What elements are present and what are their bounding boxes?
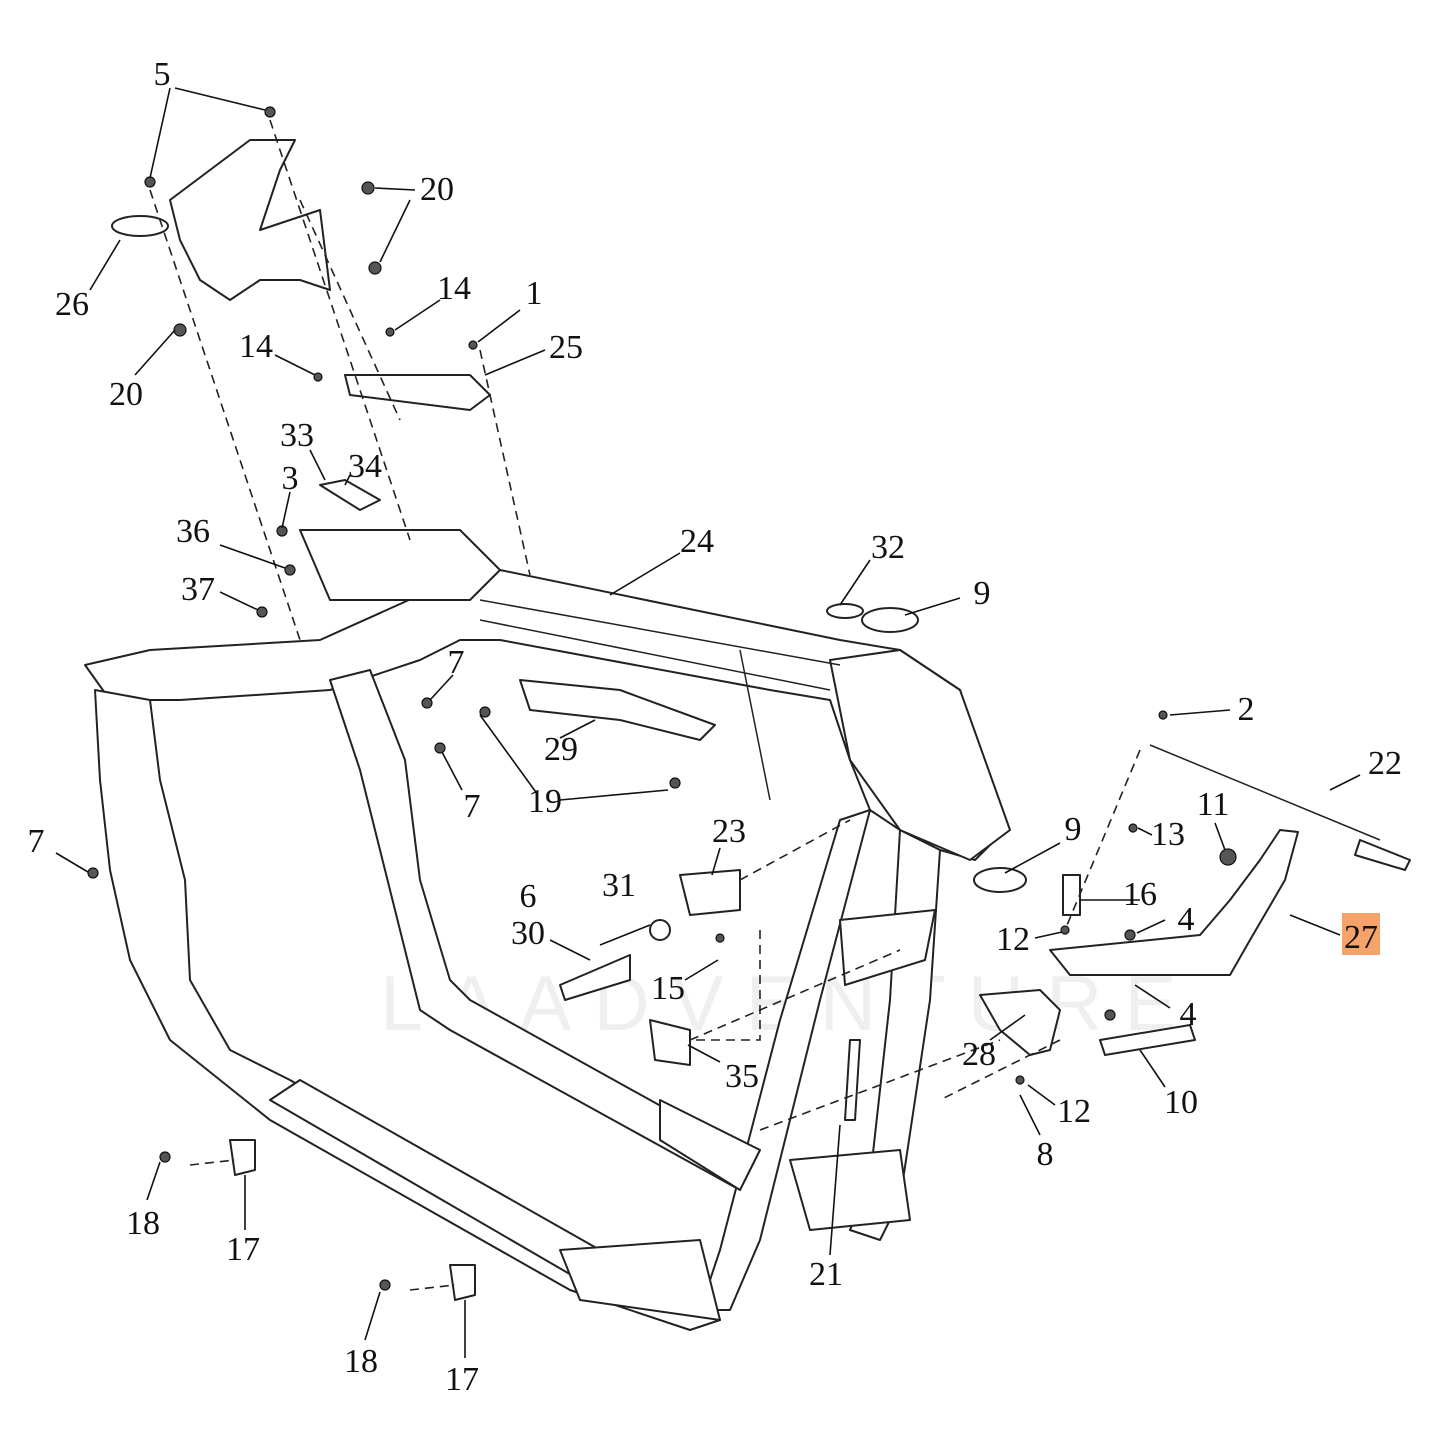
callout-17: 17 <box>445 1361 479 1398</box>
callout-13: 13 <box>1151 816 1185 853</box>
callout-16: 16 <box>1123 876 1157 913</box>
callout-25: 25 <box>549 329 583 366</box>
callout-4: 4 <box>1180 996 1197 1033</box>
callout-9: 9 <box>974 575 991 612</box>
callout-10: 10 <box>1164 1084 1198 1121</box>
callout-17: 17 <box>226 1231 260 1268</box>
callout-2: 2 <box>1238 691 1255 728</box>
callout-36: 36 <box>176 513 210 550</box>
callout-37: 37 <box>181 571 215 608</box>
callout-12: 12 <box>996 921 1030 958</box>
callout-1: 1 <box>526 275 543 312</box>
callout-7: 7 <box>464 788 481 825</box>
callout-30: 30 <box>511 915 545 952</box>
callout-26: 26 <box>55 286 89 323</box>
callout-15: 15 <box>651 970 685 1007</box>
callout-24: 24 <box>680 523 714 560</box>
callout-31: 31 <box>602 867 636 904</box>
callout-20: 20 <box>109 376 143 413</box>
callout-8: 8 <box>1037 1136 1054 1173</box>
frame <box>84 529 1011 1331</box>
callout-29: 29 <box>544 731 578 768</box>
callout-5: 5 <box>154 56 171 93</box>
highlight-box-27 <box>1342 913 1380 955</box>
callout-14: 14 <box>437 270 471 307</box>
callout-22: 22 <box>1368 745 1402 782</box>
callout-18: 18 <box>344 1343 378 1380</box>
callout-34: 34 <box>348 448 382 485</box>
callout-6: 6 <box>520 878 537 915</box>
assembly-guides <box>149 119 1141 1291</box>
callout-35: 35 <box>725 1058 759 1095</box>
callout-27-highlighted: 27 <box>1344 919 1378 956</box>
callout-23: 23 <box>712 813 746 850</box>
callout-32: 32 <box>871 529 905 566</box>
callout-labels: 5 20 26 20 14 1 25 14 33 34 3 36 37 24 3… <box>28 56 1403 1398</box>
callout-12: 12 <box>1057 1093 1091 1130</box>
parts <box>87 106 1411 1301</box>
callout-11: 11 <box>1197 786 1230 823</box>
callout-33: 33 <box>280 417 314 454</box>
callout-18: 18 <box>126 1205 160 1242</box>
callout-14: 14 <box>239 328 273 365</box>
callout-21: 21 <box>809 1256 843 1293</box>
callout-4: 4 <box>1178 901 1195 938</box>
callout-9: 9 <box>1065 811 1082 848</box>
callout-28: 28 <box>962 1036 996 1073</box>
callout-20: 20 <box>420 171 454 208</box>
callout-3: 3 <box>282 460 299 497</box>
callout-7: 7 <box>28 823 45 860</box>
callout-19: 19 <box>528 783 562 820</box>
leader-lines <box>55 87 1361 1358</box>
callout-7: 7 <box>448 644 465 681</box>
